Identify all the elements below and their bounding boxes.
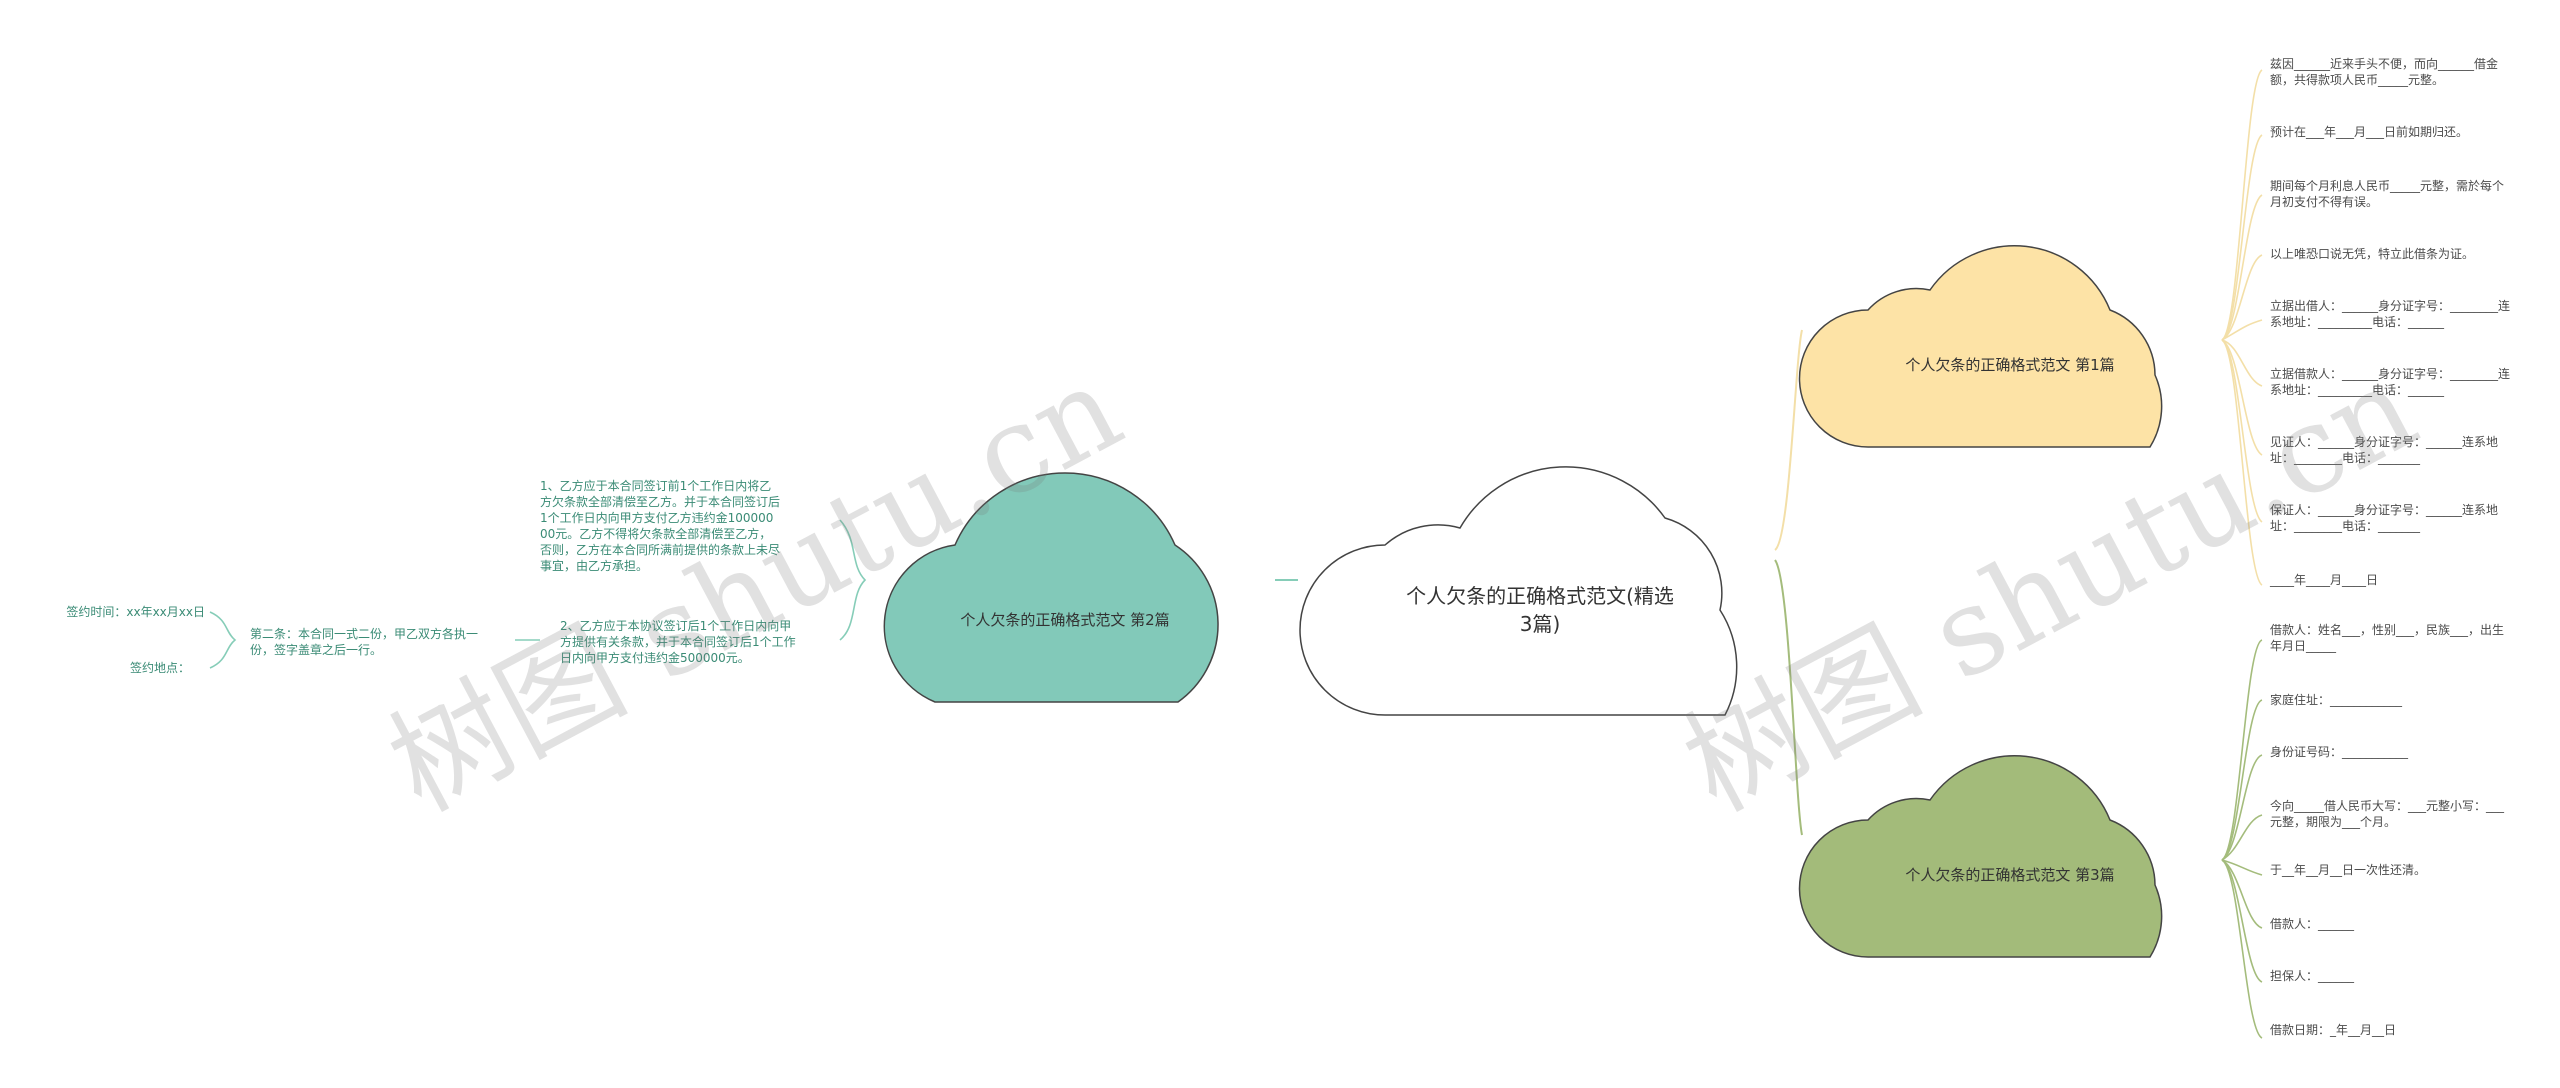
connector-center-branch3 <box>1774 559 1803 836</box>
clouds <box>883 245 2163 958</box>
b1-item-6: 立据借款人：______身分证字号：________连系地址：_________… <box>2270 367 2511 397</box>
connector-b2-bracket <box>839 519 867 641</box>
b3-item-8: 借款日期：_年__月__日 <box>2270 1023 2397 1037</box>
connector-b3-item5 <box>2221 859 2263 876</box>
center-title: 个人欠条的正确格式范文(精选3篇) <box>1406 584 1674 636</box>
b3-item-4: 今向_____借人民币大写：___元整小写：___元整，期限为___个月。 <box>2270 799 2505 829</box>
branch1-cloud[interactable] <box>1798 245 2163 448</box>
connector-b3-item2 <box>2221 699 2263 861</box>
connector-b1-item8 <box>2221 339 2263 523</box>
connector-b1-item1 <box>2221 69 2263 341</box>
connector-center-branch1 <box>1774 329 1803 551</box>
b3-item-5: 于__年__月__日一次性还清。 <box>2270 863 2427 877</box>
b1-item-4: 以上唯恐口说无凭，特立此借条为证。 <box>2270 247 2475 261</box>
b3-item-6: 借款人：______ <box>2270 917 2355 931</box>
b1-item-5: 立据出借人：______身分证字号：________连系地址：_________… <box>2270 299 2511 329</box>
connector-sub-bracket <box>209 611 237 669</box>
branch3-title: 个人欠条的正确格式范文 第3篇 <box>1905 866 2115 884</box>
branch2-title: 个人欠条的正确格式范文 第2篇 <box>960 611 1170 629</box>
branch2-cloud[interactable] <box>883 472 1219 703</box>
connector-b1-item6 <box>2221 339 2263 387</box>
b3-item-3: 身份证号码：___________ <box>2270 745 2409 759</box>
b1-item-3: 期间每个月利息人民币_____元整，需於每个月初支付不得有误。 <box>2270 179 2505 209</box>
branch3-cloud[interactable] <box>1798 755 2163 958</box>
branch1-title: 个人欠条的正确格式范文 第1篇 <box>1905 356 2115 374</box>
b1-item-2: 预计在___年___月___日前如期归还。 <box>2270 125 2469 139</box>
connector-b1-item2 <box>2221 134 2263 341</box>
b2-item-1: 1、乙方应于本合同签订前1个工作日内将乙方欠条款全部清偿至乙方。并于本合同签订后… <box>540 479 781 573</box>
connector-b3-item7 <box>2221 859 2263 983</box>
b3-item-1: 借款人：姓名___，性别___，民族___，出生年月日_____ <box>2270 623 2505 653</box>
connector-b3-item4 <box>2221 814 2263 861</box>
connector-b1-item4 <box>2221 254 2263 341</box>
b1-item-8: 保证人：______身分证字号：______连系地址：________电话：__… <box>2270 503 2499 533</box>
connector-b1-item9 <box>2221 339 2263 586</box>
connector-b3-item1 <box>2221 639 2263 861</box>
b2-leaf-time: 签约时间：xx年xx月xx日 <box>66 605 205 619</box>
connector-b3-item8 <box>2221 859 2263 1039</box>
b1-item-1: 兹因______近来手头不便，而向______借金额，共得款项人民币_____元… <box>2270 57 2499 87</box>
connectors <box>209 69 2263 1039</box>
connector-b3-item6 <box>2221 859 2263 929</box>
connector-b1-item5 <box>2221 319 2263 341</box>
center-cloud[interactable] <box>1299 466 1738 716</box>
connector-b1-item3 <box>2221 194 2263 341</box>
b2-leaf-place: 签约地点： <box>129 661 190 675</box>
connector-b3-item3 <box>2221 754 2263 861</box>
connector-b1-item7 <box>2221 339 2263 456</box>
b1-item-9: ____年____月____日 <box>2270 573 2379 587</box>
b1-item-7: 见证人：______身分证字号：______连系地址：________电话：__… <box>2270 435 2499 465</box>
b2-sub-text: 第二条：本合同一式二份，甲乙双方各执一份，签字盖章之后一行。 <box>250 627 479 657</box>
b3-item-2: 家庭住址：____________ <box>2270 693 2403 707</box>
b3-item-7: 担保人：______ <box>2270 969 2355 983</box>
b2-item-2: 2、乙方应于本协议签订后1个工作日内向甲方提供有关条款，并于本合同签订后1个工作… <box>560 619 796 665</box>
